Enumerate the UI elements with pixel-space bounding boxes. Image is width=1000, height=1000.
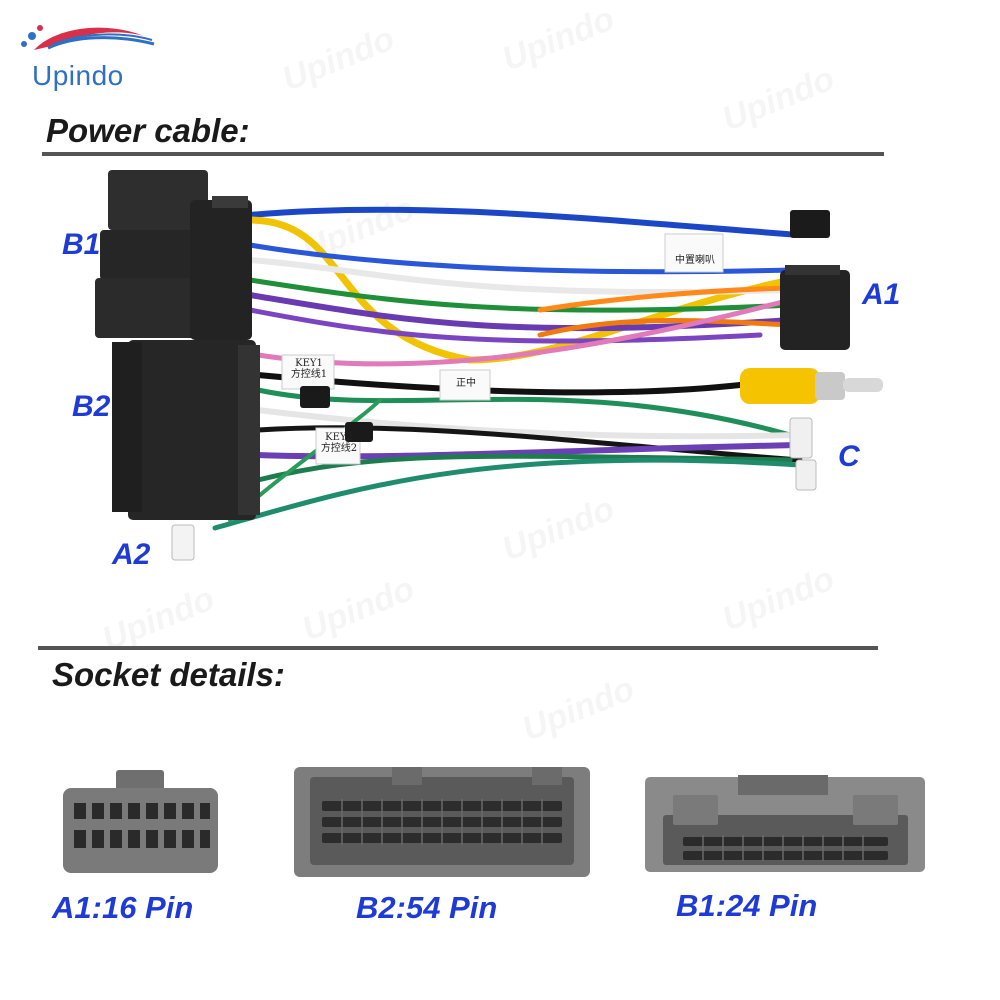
watermark: Upindo: [277, 19, 400, 99]
brand-name: Upindo: [32, 60, 124, 91]
c-connector: [795, 459, 817, 491]
label-a2: A2: [112, 538, 151, 571]
section-title-socket-details: Socket details:: [52, 656, 285, 693]
label-b2: B2: [72, 390, 111, 423]
label-c: C: [838, 440, 860, 473]
wire-purple-2: [247, 307, 763, 344]
tag-center-speaker: 中置喇叭: [675, 255, 715, 266]
socket-b1-image: [645, 775, 925, 872]
rca-plug: [740, 368, 883, 404]
b2-connector: [112, 340, 260, 520]
socket-b2-caption: B2:54 Pin: [356, 890, 498, 925]
wire-blue: [247, 206, 803, 238]
label-b1: B1: [62, 228, 101, 261]
wire-white-2: [255, 407, 803, 440]
a1-connector: [780, 265, 850, 350]
wire-green: [247, 277, 793, 313]
divider: [42, 152, 884, 156]
socket-a1-caption: A1:16 Pin: [52, 890, 194, 925]
watermark: Upindo: [717, 59, 840, 139]
car-silhouette-icon: [21, 25, 155, 50]
wire-orange: [537, 285, 793, 313]
b1-connector: [95, 170, 252, 340]
tag-key2-sub: 方控线2: [320, 443, 358, 454]
socket-b2-image: [294, 767, 590, 877]
section-title-power-cable: Power cable:: [46, 112, 250, 149]
tag-key1: KEY1 方控线1: [284, 358, 334, 380]
tag-key2-title: KEY2: [325, 432, 353, 443]
wire-white: [247, 257, 793, 295]
tag-key1-title: KEY1: [295, 358, 323, 369]
watermark: Upindo: [497, 0, 620, 80]
divider: [38, 646, 878, 650]
socket-b1-caption: B1:24 Pin: [676, 888, 818, 923]
socket-a1-image: [63, 770, 218, 873]
watermark: Upindo: [517, 669, 640, 749]
c-connector: [789, 417, 813, 459]
tag-mid: 正中: [456, 378, 476, 389]
power-cable-harness: [95, 170, 883, 561]
speaker-plug: [790, 210, 830, 238]
tag-key1-sub: 方控线1: [290, 369, 328, 380]
wire-orange-2: [537, 318, 793, 338]
label-a1: A1: [862, 278, 901, 311]
tag-key2: KEY2 方控线2: [318, 432, 360, 454]
a2-connector: [171, 524, 195, 561]
wire-teal: [212, 457, 803, 531]
brand-logo: Upindo: [14, 14, 164, 94]
